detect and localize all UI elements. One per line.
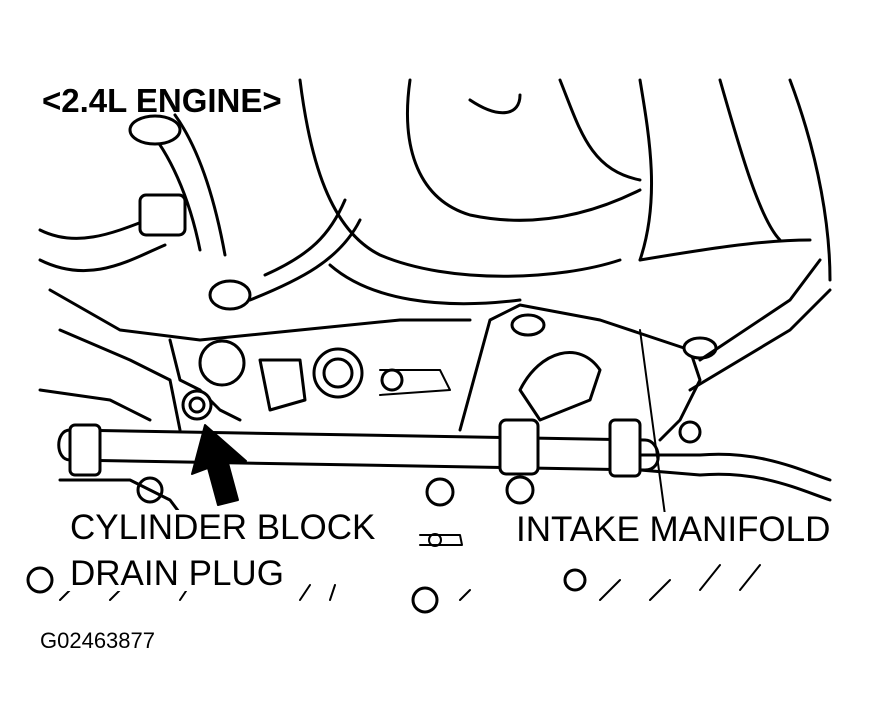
horizontal-tube xyxy=(57,418,832,502)
intake-manifold-leader-line xyxy=(639,329,666,516)
engine-title: <2.4L ENGINE> xyxy=(42,82,282,119)
drain-plug-label-line1: CYLINDER BLOCK xyxy=(66,510,380,545)
intake-manifold-label: INTAKE MANIFOLD xyxy=(512,512,835,547)
manifold-bracket xyxy=(458,258,832,444)
drain-plug-label-line2: DRAIN PLUG xyxy=(66,556,288,591)
figure-id: G02463877 xyxy=(40,628,155,653)
hoses xyxy=(38,113,362,311)
intake-manifold-runners xyxy=(298,78,832,306)
drain-plug xyxy=(181,389,213,421)
drain-plug-arrow xyxy=(191,424,247,506)
